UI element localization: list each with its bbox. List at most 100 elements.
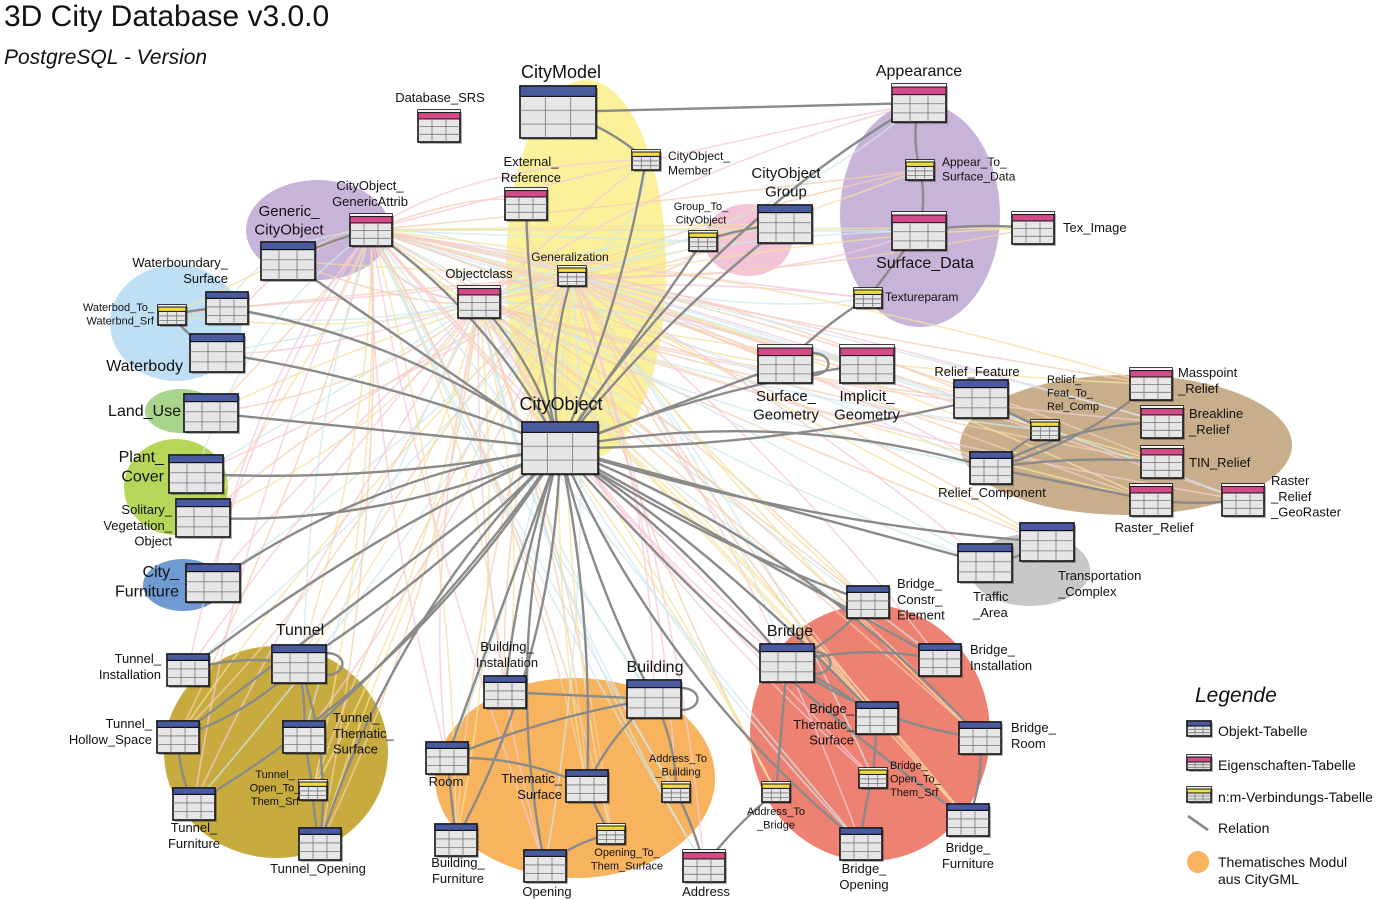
table-bridge-thematic-surface[interactable]: Bridge_Thematic_Surface [793, 701, 900, 748]
table-label: CityObject_GenericAttrib [332, 178, 408, 209]
table-tunnel-opening[interactable]: Tunnel_Opening [270, 827, 366, 876]
table-icon-objekt [839, 827, 884, 862]
table-label: Tunnel_Open_To_Them_Srf [250, 769, 302, 808]
table-building-installation[interactable]: Building_Installation [476, 639, 538, 710]
table-opening-to-them-surface[interactable]: Opening_To_Them_Surface [591, 823, 663, 872]
table-waterbod-to-waterbnd-srf[interactable]: Waterbod_To_Waterbnd_Srf [83, 302, 188, 327]
table-bridge-constr-element[interactable]: Bridge_Constr_Element [846, 576, 945, 623]
table-icon-eigenschaften [1011, 211, 1056, 246]
table-cityobject-member[interactable]: CityObject_Member [631, 149, 730, 178]
table-waterbody[interactable]: Waterbody [106, 333, 246, 375]
table-surface-data[interactable]: Surface_Data [876, 211, 974, 272]
table-surface-geometry[interactable]: Surface_Geometry [753, 344, 819, 423]
table-label: Bridge_Opening [839, 861, 888, 892]
table-city-furniture[interactable]: City_Furniture [115, 563, 242, 604]
table-icon-eigenschaften [417, 109, 462, 144]
table-label: Tex_Image [1063, 220, 1127, 235]
relation-line [209, 411, 562, 450]
table-icon-objekt [483, 675, 528, 710]
table-building[interactable]: Building [626, 659, 684, 720]
table-tin-relief[interactable]: TIN_Relief [1140, 445, 1251, 480]
table-building-furniture[interactable]: Building_Furniture [431, 823, 486, 886]
table-bridge-open-to-them-srf[interactable]: Bridge_Open_To_Them_Srf [858, 760, 942, 799]
table-relief-feature[interactable]: Relief_Feature [934, 364, 1020, 420]
secondary-relation-line [478, 301, 788, 664]
table-icon-objekt [271, 644, 328, 685]
table-tunnel-hollow-space[interactable]: Tunnel_Hollow_Space [69, 716, 201, 755]
relation-swatch [1187, 814, 1209, 832]
table-label: TIN_Relief [1189, 455, 1251, 470]
table-bridge-installation[interactable]: Bridge_Installation [918, 642, 1032, 678]
table-label: Address_To_Bridge [747, 806, 805, 831]
table-relief-component[interactable]: Relief_Component [938, 451, 1046, 500]
table-appearance[interactable]: Appearance [876, 63, 962, 124]
table-label: Room [429, 774, 464, 789]
secondary-relation-line [571, 275, 941, 661]
table-label: Database_SRS [395, 90, 485, 105]
table-relief-feat-to-rel-comp[interactable]: Relief_Feat_To_Rel_Comp [1030, 374, 1099, 442]
relation-line [556, 101, 921, 114]
table-solitary-vegetation-object[interactable]: Solitary_Vegetation_Object [103, 498, 232, 549]
legend-item-label: Relation [1218, 820, 1269, 836]
table-appear-to-surface-data[interactable]: Appear_To_Surface_Data [905, 155, 1016, 184]
relation-line [558, 446, 590, 788]
table-raster-relief-georaster[interactable]: Raster_Relief_GeoRaster [1221, 473, 1342, 520]
table-label: Relief_Feat_To_Rel_Comp [1047, 374, 1099, 413]
secondary-relation-line [195, 229, 372, 475]
table-cityobject[interactable]: CityObject [519, 394, 603, 476]
table-tunnel-installation[interactable]: Tunnel_Installation [99, 651, 211, 688]
table-land-use[interactable]: Land_Use [108, 393, 240, 434]
table-breakline-relief[interactable]: Breakline_Relief [1140, 405, 1243, 440]
table-masspoint-relief[interactable]: Masspoint_Relief [1129, 365, 1238, 402]
table-tunnel[interactable]: Tunnel [271, 622, 328, 685]
table-database-srs[interactable]: Database_SRS [395, 90, 485, 144]
table-textureparam[interactable]: Textureparam [853, 287, 958, 310]
table-generalization[interactable]: Generalization [531, 250, 609, 288]
secondary-relation-line [187, 229, 372, 671]
table-thematic-surface[interactable]: Thematic_Surface [501, 769, 610, 804]
table-label: Address [682, 884, 730, 899]
table-implicit-geometry[interactable]: Implicit_Geometry [834, 344, 900, 423]
table-bridge-room[interactable]: Bridge_Room [958, 720, 1057, 756]
table-label: Masspoint_Relief [1177, 365, 1238, 396]
table-tunnel-open-to-them-srf[interactable]: Tunnel_Open_To_Them_Srf [250, 769, 329, 808]
table-address-to-building[interactable]: Address_To_Building [649, 753, 707, 804]
table-opening[interactable]: Opening [522, 849, 572, 899]
table-icon-objekt [166, 653, 211, 688]
table-objectclass[interactable]: Objectclass [445, 266, 513, 320]
table-transportation-complex[interactable]: Transportation_Complex [1019, 522, 1141, 599]
table-traffic-area[interactable]: Traffic_Area [957, 543, 1014, 620]
table-room[interactable]: Room [425, 741, 470, 789]
table-bridge[interactable]: Bridge [759, 623, 816, 684]
table-address[interactable]: Address [682, 849, 730, 899]
table-label: Relief_Feature [934, 364, 1019, 379]
table-waterboundary-surface[interactable]: Waterboundary_Surface [132, 255, 250, 326]
table-icon-objekt [523, 849, 568, 884]
table-bridge-opening[interactable]: Bridge_Opening [839, 827, 889, 892]
secondary-relation-line [571, 275, 705, 867]
table-label: Tunnel_Hollow_Space [69, 716, 153, 747]
relation-line [558, 446, 879, 720]
table-tunnel-thematic-surface[interactable]: Tunnel_Thematic_Surface [282, 710, 394, 757]
table-cityobject-genericattrib[interactable]: CityObject_GenericAttrib [332, 178, 408, 248]
table-generic-cityobject[interactable]: Generic_CityObject [254, 203, 324, 282]
table-icon-objekt [175, 498, 232, 539]
table-label: Bridge_Constr_Element [897, 576, 945, 623]
table-tex-image[interactable]: Tex_Image [1011, 211, 1127, 246]
table-bridge-furniture[interactable]: Bridge_Furniture [942, 803, 994, 871]
table-address-to-bridge[interactable]: Address_To_Bridge [747, 781, 805, 831]
table-icon-eigenschaften [504, 187, 549, 222]
table-plant-cover[interactable]: Plant_Cover [119, 449, 225, 495]
table-icon-verbindung [157, 304, 188, 327]
table-external-reference[interactable]: External_Reference [501, 154, 561, 222]
table-raster-relief[interactable]: Raster_Relief [1115, 483, 1194, 535]
self-relation-line [811, 351, 830, 377]
secondary-relation-line [571, 169, 921, 277]
secondary-relation-line [298, 229, 372, 665]
table-citymodel[interactable]: CityModel [519, 62, 601, 140]
table-tunnel-furniture[interactable]: Tunnel_Furniture [168, 787, 220, 851]
table-group-to-cityobject[interactable]: Group_To_CityObject [674, 201, 729, 253]
